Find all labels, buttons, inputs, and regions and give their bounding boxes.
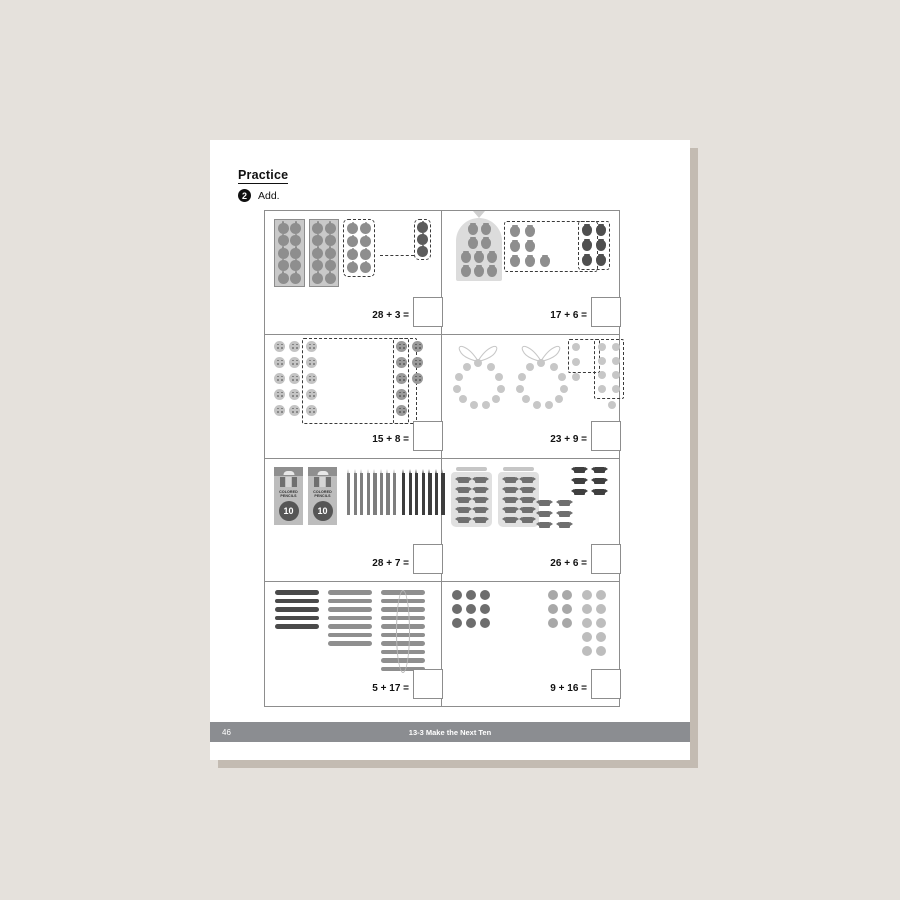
candy-added-group bbox=[571, 466, 608, 495]
problem-cell-6: 26 + 6 = bbox=[442, 459, 621, 583]
counter-group-ten bbox=[582, 590, 606, 657]
problem-cell-7: 5 + 17 = bbox=[265, 582, 443, 706]
button-column-1 bbox=[274, 340, 285, 416]
problem-cell-1: 28 + 3 = bbox=[265, 211, 443, 335]
problem-3-answer-box[interactable] bbox=[413, 420, 443, 451]
straw-bundle-ten bbox=[381, 590, 425, 674]
problem-cell-2: 17 + 6 = bbox=[442, 211, 621, 335]
problem-1-artwork bbox=[265, 211, 441, 300]
strawberry-loose-group bbox=[504, 221, 598, 272]
pencil-added-group bbox=[402, 468, 445, 515]
page-header: Practice bbox=[238, 166, 289, 184]
counter-group-six bbox=[548, 590, 572, 629]
bead-added-outline bbox=[594, 338, 624, 399]
problem-6-artwork bbox=[442, 459, 619, 548]
bead-loose-group bbox=[572, 342, 580, 381]
button-added-column-2 bbox=[412, 340, 423, 384]
button-added-column-1 bbox=[396, 340, 407, 416]
straw-group-seven bbox=[328, 590, 372, 646]
problem-6-answer-box[interactable] bbox=[591, 544, 621, 575]
problem-4-equation: 23 + 9 = bbox=[550, 434, 587, 445]
problem-6-equation-row: 26 + 6 = bbox=[442, 544, 621, 581]
apple-tray-2 bbox=[308, 219, 339, 287]
worksheet-page: Practice 2 Add. bbox=[210, 140, 690, 760]
problem-2-equation-row: 17 + 6 = bbox=[442, 296, 621, 334]
footer-page-number: 46 bbox=[222, 727, 231, 737]
apple-loose-group bbox=[343, 219, 375, 277]
apple-added-group bbox=[414, 219, 431, 260]
page-footer: 46 13-3 Make the Next Ten bbox=[210, 722, 690, 742]
button-ten-frame-group bbox=[302, 337, 409, 424]
problem-5-equation-row: 28 + 7 = bbox=[265, 544, 443, 581]
problem-5-artwork: COLORED PENCILS 10 COLORED PENCILS bbox=[265, 459, 445, 548]
bead-added-last bbox=[608, 400, 616, 409]
problem-8-equation-row: 9 + 16 = bbox=[442, 669, 621, 706]
problem-1-equation: 28 + 3 = bbox=[372, 310, 409, 322]
problem-5-answer-box[interactable] bbox=[413, 544, 443, 575]
button-column-3 bbox=[306, 340, 317, 416]
problem-4-answer-box[interactable] bbox=[591, 420, 621, 451]
problem-3-artwork bbox=[265, 335, 441, 424]
problem-5-equation: 28 + 7 = bbox=[372, 557, 409, 569]
pencil-pack-2-line1: COLORED bbox=[313, 489, 332, 494]
problem-7-answer-box[interactable] bbox=[413, 669, 443, 699]
problem-3-equation: 15 + 8 = bbox=[372, 434, 409, 445]
problem-7-equation: 5 + 17 = bbox=[372, 682, 409, 694]
candy-jar-1 bbox=[451, 466, 492, 527]
exercise-number-badge: 2 bbox=[238, 189, 251, 202]
pencil-pack-1-line2: PENCILS bbox=[280, 494, 297, 499]
problem-2-artwork bbox=[442, 211, 619, 300]
bag-twist-icon bbox=[473, 211, 485, 218]
bundle-tie-icon bbox=[396, 590, 410, 674]
footer-lesson-title: 13-3 Make the Next Ten bbox=[408, 727, 492, 737]
problem-1-equation-row: 28 + 3 = bbox=[265, 296, 443, 334]
straw-group-five bbox=[275, 590, 319, 629]
problem-8-answer-box[interactable] bbox=[591, 669, 621, 699]
problem-cell-5: COLORED PENCILS 10 COLORED PENCILS bbox=[265, 458, 445, 583]
apple-tray-1 bbox=[274, 219, 305, 287]
pencil-pack-1-line1: COLORED bbox=[279, 489, 298, 494]
candy-loose-group bbox=[536, 499, 573, 528]
pencil-pack-1: COLORED PENCILS 10 bbox=[274, 466, 303, 525]
problem-4-artwork bbox=[442, 335, 624, 424]
pencil-pack-2-count: 10 bbox=[312, 501, 333, 522]
problem-1-answer-box[interactable] bbox=[413, 296, 443, 327]
problem-cell-8: 9 + 16 = bbox=[442, 582, 621, 706]
problem-7-equation-row: 5 + 17 = bbox=[265, 669, 443, 706]
instruction-label: Add. bbox=[258, 189, 280, 202]
section-title: Practice bbox=[238, 168, 289, 184]
problem-7-artwork bbox=[265, 582, 441, 674]
necklace-illustration bbox=[453, 345, 568, 409]
problem-4-equation-row: 23 + 9 = bbox=[442, 420, 621, 458]
problem-cell-3: 15 + 8 = bbox=[265, 334, 443, 459]
problem-8-artwork bbox=[442, 582, 619, 672]
strawberry-added-group bbox=[578, 221, 610, 270]
strawberry-bag bbox=[456, 218, 502, 281]
candy-jar-2 bbox=[498, 466, 539, 527]
counter-group-nine bbox=[452, 590, 490, 629]
problem-cell-4: 23 + 9 = bbox=[442, 335, 624, 459]
pencil-loose-group bbox=[347, 468, 397, 515]
problem-2-equation: 17 + 6 = bbox=[550, 310, 587, 322]
apple-connector-line bbox=[380, 255, 414, 256]
problem-8-equation: 9 + 16 = bbox=[550, 682, 587, 694]
problem-grid: 28 + 3 = bbox=[264, 210, 624, 707]
pencil-pack-2-line2: PENCILS bbox=[314, 494, 331, 499]
problem-3-equation-row: 15 + 8 = bbox=[265, 420, 443, 458]
pencil-pack-1-count: 10 bbox=[278, 501, 299, 522]
button-column-2 bbox=[289, 340, 300, 416]
bead-added-group bbox=[598, 342, 620, 393]
problem-2-answer-box[interactable] bbox=[591, 296, 621, 327]
bead-bridge-outline bbox=[568, 338, 600, 373]
pencil-pack-2: COLORED PENCILS 10 bbox=[308, 466, 337, 525]
instruction-line: 2 Add. bbox=[238, 189, 280, 202]
problem-6-equation: 26 + 6 = bbox=[550, 557, 587, 569]
